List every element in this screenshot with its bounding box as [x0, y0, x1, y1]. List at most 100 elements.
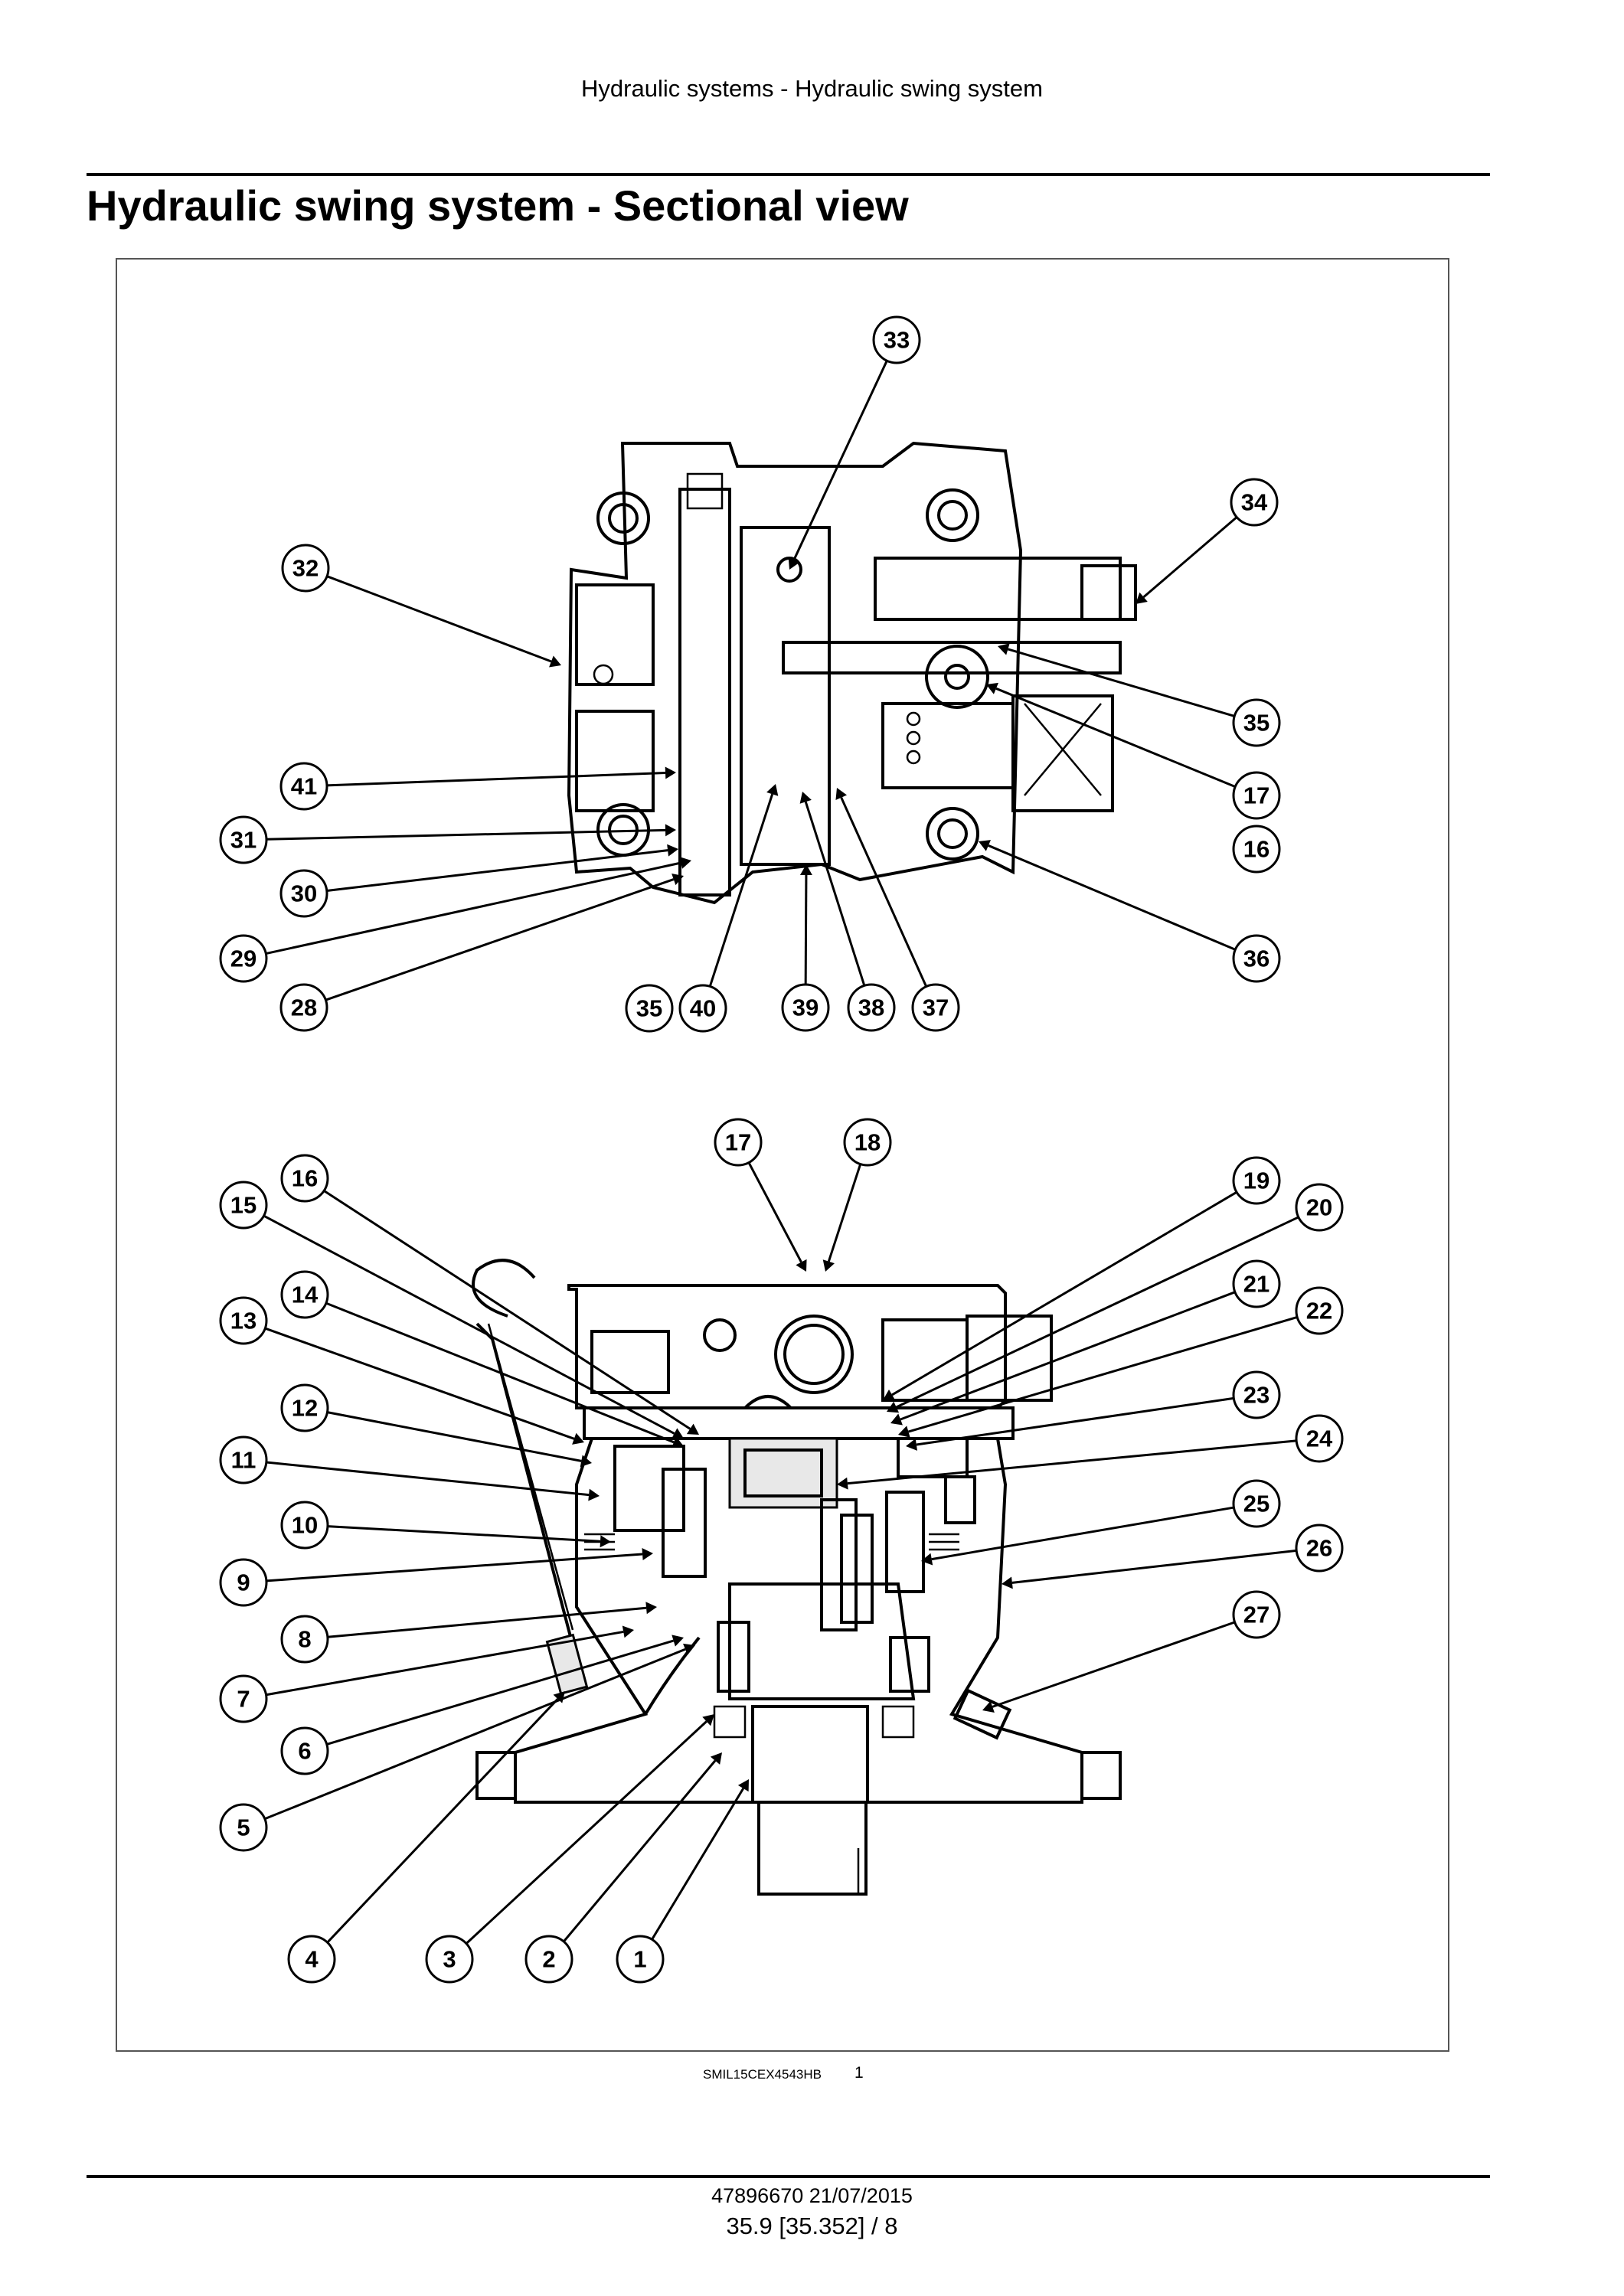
callout-label: 31 — [230, 827, 257, 854]
callout-27: 27 — [1232, 1590, 1281, 1639]
leader-lines — [263, 360, 1299, 1945]
callout-circle — [872, 315, 921, 364]
callout-1: 1 — [616, 1935, 665, 1984]
callout-label: 36 — [1243, 946, 1269, 972]
running-header: Hydraulic systems - Hydraulic swing syst… — [581, 75, 1043, 102]
leader-arrowhead-13 — [572, 1432, 584, 1445]
leader-line-18 — [827, 1164, 862, 1262]
leader-arrowhead-36 — [979, 840, 992, 851]
callout-label: 23 — [1243, 1382, 1269, 1409]
callout-35: 35 — [625, 984, 674, 1033]
callout-32: 32 — [281, 544, 330, 593]
callout-21: 21 — [1232, 1259, 1281, 1308]
callout-10: 10 — [280, 1501, 329, 1550]
leader-arrowhead-16 — [686, 1423, 699, 1435]
callout-26: 26 — [1295, 1524, 1344, 1573]
leader-line-10 — [327, 1525, 601, 1543]
leader-arrowhead-37 — [835, 788, 848, 801]
leader-line-26 — [1011, 1549, 1297, 1584]
callout-20: 20 — [1295, 1183, 1344, 1232]
callout-41: 41 — [279, 762, 328, 811]
leader-arrowhead-5 — [683, 1643, 695, 1655]
bottom-view-motor-section — [472, 1259, 1122, 1896]
callout-36: 36 — [1232, 934, 1281, 983]
callout-circle — [714, 1118, 763, 1167]
leader-line-30 — [326, 849, 668, 892]
leader-arrowhead-28 — [671, 874, 684, 886]
callout-label: 16 — [292, 1165, 318, 1192]
callout-circle — [616, 1935, 665, 1984]
callout-label: 34 — [1241, 489, 1268, 516]
leader-line-21 — [900, 1291, 1236, 1421]
leader-arrowhead-32 — [549, 655, 561, 668]
leader-arrowhead-26 — [1002, 1576, 1013, 1589]
leader-arrowhead-20 — [887, 1401, 900, 1413]
callout-circle — [280, 1154, 329, 1203]
figure-caption-code: SMIL15CEX4543HB — [703, 2067, 822, 2082]
callout-circle — [1230, 478, 1279, 527]
callout-label: 6 — [298, 1738, 311, 1765]
leader-line-36 — [988, 844, 1236, 951]
leader-arrowhead-18 — [822, 1259, 835, 1272]
callout-39: 39 — [781, 983, 830, 1032]
leader-line-11 — [266, 1461, 590, 1497]
leader-line-2 — [563, 1759, 717, 1942]
callout-16: 16 — [1232, 825, 1281, 874]
callout-7: 7 — [219, 1674, 268, 1723]
leader-arrowhead-24 — [837, 1477, 848, 1490]
leader-line-41 — [326, 772, 666, 787]
callout-label: 9 — [237, 1569, 250, 1596]
footer-rule — [87, 2175, 1490, 2178]
leader-line-15 — [263, 1214, 675, 1435]
callout-5: 5 — [219, 1803, 268, 1852]
leader-arrowhead-12 — [580, 1455, 592, 1468]
callout-label: 18 — [854, 1129, 881, 1156]
callout-label: 39 — [792, 994, 819, 1021]
leader-line-1 — [651, 1788, 745, 1941]
leader-line-35 — [1007, 648, 1235, 717]
leader-arrowhead-34 — [1135, 592, 1148, 604]
leader-arrowhead-19 — [883, 1390, 896, 1400]
callout-circle — [280, 1726, 329, 1775]
callout-circle — [219, 1435, 268, 1484]
leader-arrowhead-38 — [799, 792, 812, 804]
callout-40: 40 — [678, 984, 727, 1033]
leader-line-28 — [325, 878, 675, 1001]
callout-label: 14 — [292, 1282, 319, 1308]
leader-arrowhead-40 — [766, 784, 779, 796]
callout-circle — [279, 762, 328, 811]
callout-circle — [1232, 825, 1281, 874]
leader-arrowhead-17 — [796, 1259, 807, 1272]
callout-label: 17 — [1243, 782, 1269, 809]
callout-13: 13 — [219, 1296, 268, 1345]
callout-28: 28 — [279, 983, 328, 1032]
leader-line-39 — [804, 874, 808, 985]
callout-circle — [281, 544, 330, 593]
callout-label: 16 — [1243, 836, 1269, 863]
leader-line-34 — [1142, 516, 1238, 599]
callout-circle — [911, 983, 960, 1032]
callout-label: 3 — [443, 1946, 456, 1973]
leader-arrowhead-31 — [665, 824, 676, 837]
leader-arrowhead-2 — [710, 1752, 722, 1765]
leader-line-23 — [916, 1396, 1234, 1446]
callout-label: 5 — [237, 1814, 250, 1841]
leader-line-29 — [265, 861, 681, 955]
leader-arrowhead-7 — [622, 1625, 634, 1638]
leader-line-25 — [931, 1506, 1234, 1561]
callout-22: 22 — [1295, 1286, 1344, 1335]
callout-circle — [287, 1935, 336, 1984]
callout-circle — [279, 869, 328, 918]
callout-label: 15 — [230, 1192, 257, 1219]
callout-label: 17 — [725, 1129, 751, 1156]
callout-label: 40 — [690, 995, 716, 1022]
leader-arrowhead-23 — [906, 1439, 918, 1451]
callout-circle — [1295, 1524, 1344, 1573]
callout-label: 35 — [1243, 710, 1269, 736]
leader-line-33 — [792, 360, 888, 560]
callout-33: 33 — [872, 315, 921, 364]
callout-circle — [781, 983, 830, 1032]
callout-24: 24 — [1295, 1414, 1344, 1463]
callout-label: 29 — [230, 946, 257, 972]
leader-arrowhead-17 — [986, 682, 998, 694]
